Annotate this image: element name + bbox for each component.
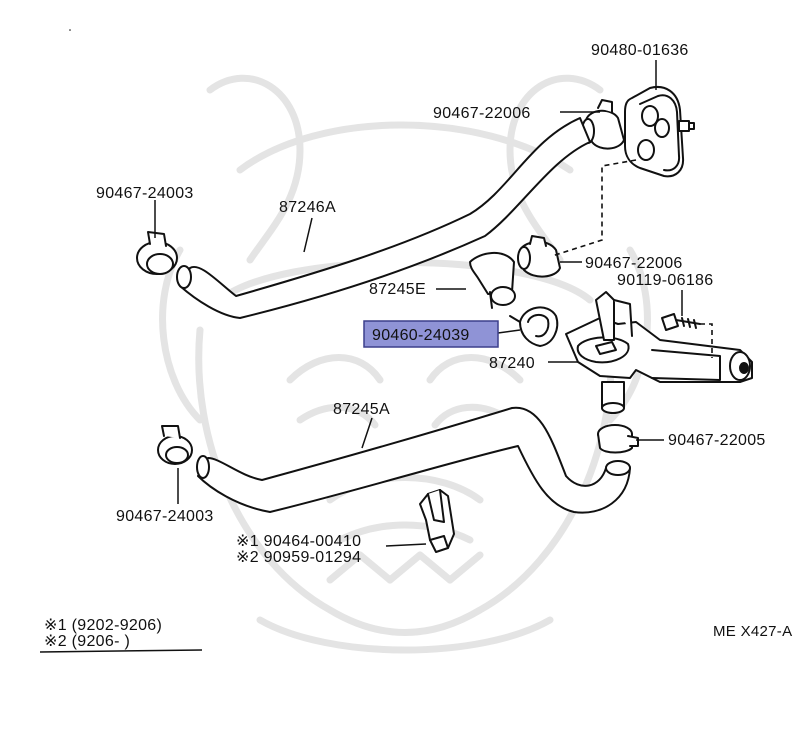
label-clamp-highlight[interactable]: 90460-24039 <box>372 327 470 344</box>
clamp-mid <box>517 235 561 278</box>
label-hose-upper[interactable]: 87246A <box>279 199 336 216</box>
water-valve <box>565 291 753 414</box>
legend-note-1: ※1 (9202-9206) <box>44 617 162 634</box>
hose-87246a <box>176 117 591 319</box>
hose-87245a <box>196 406 631 514</box>
clamp-left-upper <box>136 231 178 275</box>
label-hose-elbow[interactable]: 87245E <box>369 281 426 298</box>
figure-code: ME X427-A <box>713 623 792 640</box>
hose-87245e <box>469 252 516 309</box>
label-water-valve[interactable]: 87240 <box>489 355 535 372</box>
clamp-right-lower <box>597 424 639 454</box>
clamp-90460-24039 <box>509 306 559 347</box>
clamp-left-lower <box>157 425 193 465</box>
label-bolt[interactable]: 90119-06186 <box>617 272 713 289</box>
label-bracket-part-2[interactable]: ※2 90959-01294 <box>236 549 361 566</box>
label-clamp-left-lower[interactable]: 90467-24003 <box>116 508 214 525</box>
label-clamp-left-upper[interactable]: 90467-24003 <box>96 185 194 202</box>
label-vacuum-valve[interactable]: 90480-01636 <box>591 42 689 59</box>
vacuum-valve <box>624 86 695 178</box>
stray-mark <box>69 29 71 31</box>
legend-note-2: ※2 (9206- ) <box>44 633 130 650</box>
label-bracket-part-1[interactable]: ※1 90464-00410 <box>236 533 361 550</box>
bolt <box>661 313 701 331</box>
label-clamp-mid[interactable]: 90467-22006 <box>585 255 683 272</box>
label-hose-lower[interactable]: 87245A <box>333 401 390 418</box>
label-clamp-right-lower[interactable]: 90467-22005 <box>668 432 766 449</box>
highlight-box <box>363 320 499 348</box>
legend-underline <box>39 649 203 653</box>
label-clamp-top[interactable]: 90467-22006 <box>433 105 531 122</box>
watermark-logo <box>159 74 651 654</box>
hose-clip <box>419 489 455 553</box>
